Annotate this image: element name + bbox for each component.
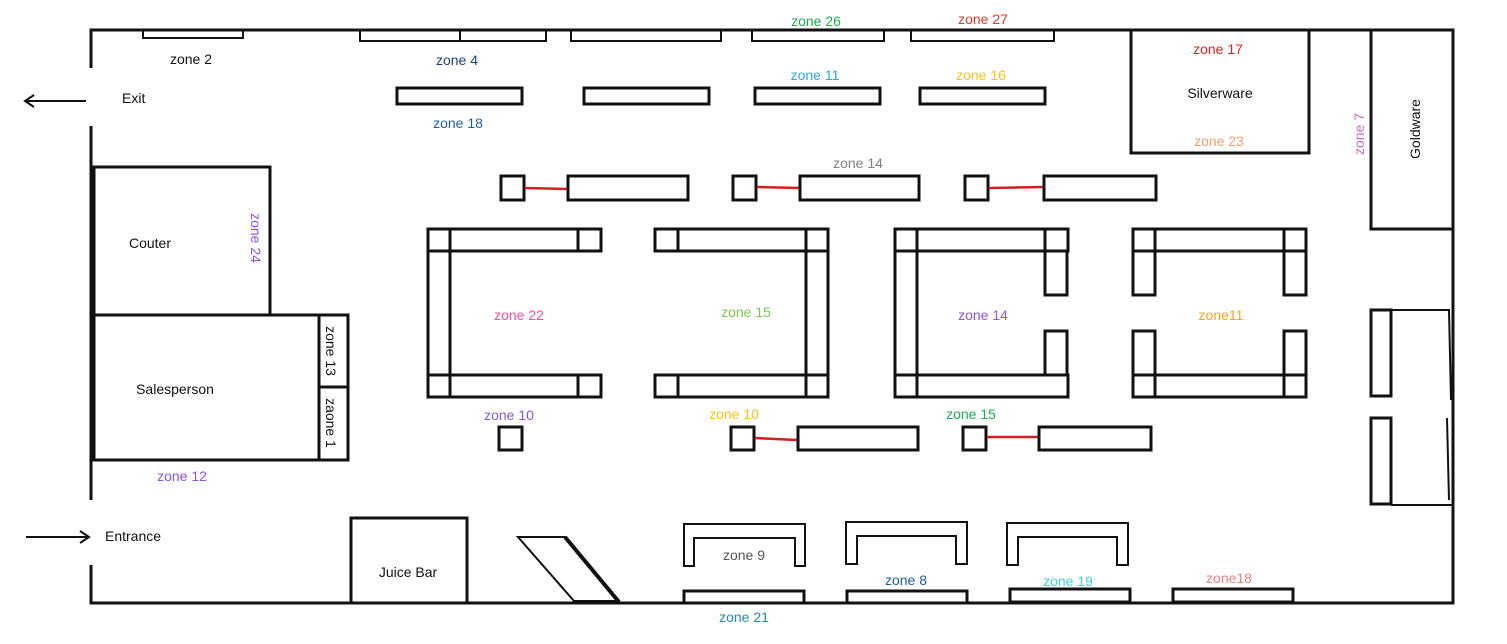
zone-label: zone 10: [709, 406, 759, 422]
couter-area: [92, 165, 272, 317]
entrance-arrow-icon: [26, 530, 91, 544]
zone-label: zone 7: [1351, 113, 1367, 155]
shelf: [582, 86, 711, 106]
zone-label: zone18: [1206, 570, 1252, 586]
zone-label: zone 11: [791, 67, 840, 83]
zone-label: zone 15: [946, 406, 996, 422]
salesperson-area: [92, 313, 350, 462]
couter-label: Couter: [129, 235, 171, 251]
store-outer-wall: [89, 28, 1455, 605]
goldware-label: Goldware: [1407, 99, 1423, 159]
island-zone-14: [893, 227, 1070, 399]
island-zone-22: [426, 227, 603, 399]
goldware-section: [1369, 28, 1455, 231]
right-wall-shelves: [1369, 308, 1453, 506]
zone-label: zone 12: [157, 468, 207, 484]
juice-bar: [349, 516, 469, 605]
zone-label: zone 21: [719, 609, 769, 625]
zone-label: zone 19: [1043, 573, 1093, 589]
zone-14-fixtures: [499, 174, 1158, 202]
zone-label: zone 10: [484, 407, 534, 423]
zone-label: zone 2: [170, 51, 212, 67]
zone-label: zone 17: [1193, 41, 1243, 57]
zone-label: zone 4: [436, 52, 478, 68]
shelf-zone-18: [395, 86, 524, 106]
zone-label: zone 13: [323, 326, 339, 376]
island-zone-11: [1131, 227, 1308, 399]
zone-label: zone 18: [433, 115, 483, 131]
zone-label: zone11: [1199, 307, 1244, 323]
bottom-benches: [682, 521, 1295, 605]
zone-label: zone 15: [721, 304, 771, 320]
zone-label: zone 8: [885, 572, 927, 588]
top-wall-shelves: [142, 30, 1055, 42]
exit-arrow-icon: [23, 94, 86, 108]
zone-label: zone 23: [1194, 133, 1244, 149]
escalator-ramp: [515, 535, 621, 604]
zone-label: zone 22: [494, 307, 544, 323]
zone-label: zone 24: [248, 213, 264, 263]
salesperson-label: Salesperson: [136, 381, 214, 397]
zone-label: zaone 1: [323, 398, 339, 448]
silverware-section: [1129, 28, 1311, 155]
entrance-label: Entrance: [105, 528, 161, 544]
zone-label: zone 16: [956, 67, 1006, 83]
exit-label: Exit: [122, 90, 145, 106]
zone-label: zone 27: [958, 11, 1008, 27]
silverware-label: Silverware: [1187, 85, 1253, 101]
zone-label: zone 9: [723, 547, 765, 563]
shelf-zone-11: [753, 86, 882, 106]
zone-label: zone 26: [791, 13, 841, 29]
zone-label: zone 14: [958, 307, 1008, 323]
juice-bar-label: Juice Bar: [379, 564, 438, 580]
lower-fixtures: [497, 425, 1153, 452]
shelf-zone-16: [918, 86, 1047, 106]
island-zone-15: [653, 227, 830, 399]
zone-label: zone 14: [833, 155, 883, 171]
